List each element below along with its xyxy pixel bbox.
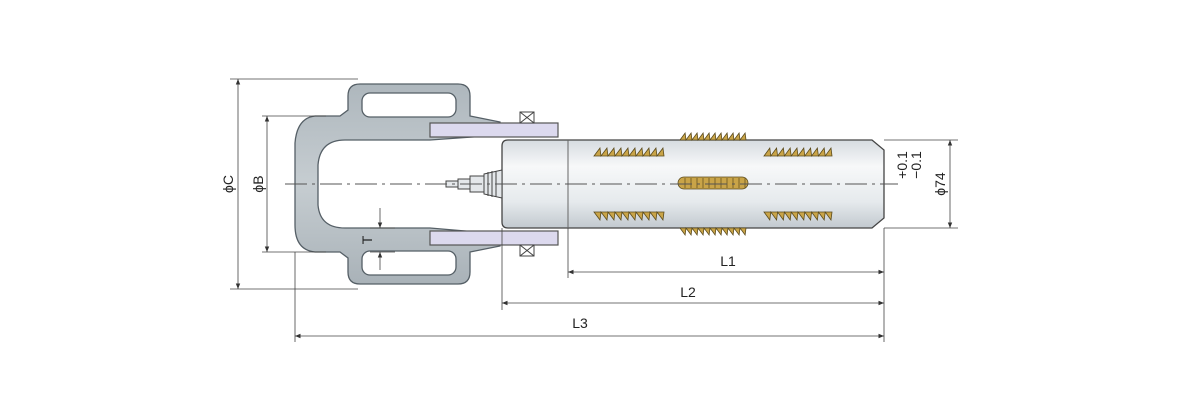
label-tolerance-plus: +0.1: [894, 151, 910, 179]
upper-plate: [429, 122, 559, 138]
dimension-phi-b: [262, 115, 326, 253]
label-tolerance-minus: −0.1: [908, 151, 924, 179]
lug-upper-left: [593, 146, 665, 158]
lug-lower-left: [593, 210, 665, 222]
lug-lower-right: [763, 210, 833, 222]
upper-bearing: [519, 111, 535, 124]
lug-bottom-outer: [679, 226, 747, 237]
dimension-l3: [294, 252, 884, 342]
label-l3: L3: [572, 315, 588, 331]
lug-center: [677, 176, 749, 190]
lug-top-outer: [679, 131, 747, 142]
dimension-phi-74: [884, 139, 958, 229]
dimension-l1: [567, 228, 885, 342]
handle-lower-slot: [361, 250, 457, 276]
handle-upper-slot: [361, 92, 457, 118]
lug-upper-right: [763, 146, 833, 158]
label-phi-b: ϕB: [250, 175, 266, 192]
label-phi-c: ϕC: [220, 175, 236, 193]
shaft-lugs: [593, 131, 833, 237]
label-phi-74: ϕ74: [932, 172, 948, 196]
dimension-t: [370, 208, 395, 270]
label-l2: L2: [680, 284, 696, 300]
dimension-l2: [501, 228, 884, 310]
lower-plate: [429, 230, 559, 246]
label-t: T: [359, 235, 375, 244]
dimension-phi-c: [230, 78, 358, 290]
label-l1: L1: [720, 253, 736, 269]
lower-bearing: [519, 244, 535, 257]
